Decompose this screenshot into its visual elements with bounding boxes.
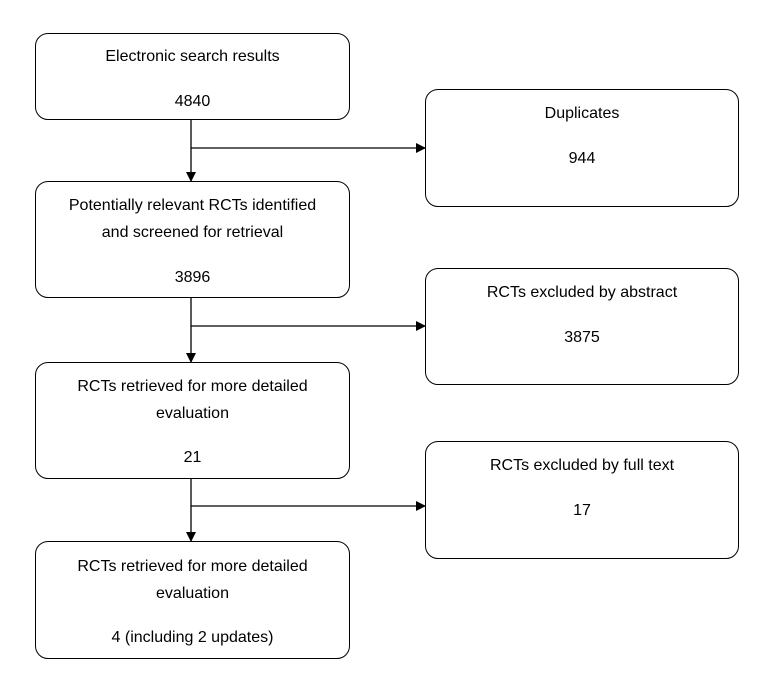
retrieved-box: RCTs retrieved for more detailed evaluat… [35, 362, 350, 479]
retrieved-count: 21 [183, 449, 202, 466]
screened-label-line1: Potentially relevant RCTs identified [68, 197, 317, 214]
excluded-abstract-box: RCTs excluded by abstract 3875 [425, 268, 739, 385]
retrieved-label-line2: evaluation [156, 405, 229, 422]
search-results-count: 4840 [174, 93, 211, 110]
included-count: 4 (including 2 updates) [111, 629, 274, 646]
excluded-full-text-label: RCTs excluded by full text [489, 457, 675, 474]
excluded-abstract-count: 3875 [564, 329, 600, 346]
excluded-abstract-label: RCTs excluded by abstract [486, 284, 678, 301]
included-label-line1: RCTs retrieved for more detailed [77, 558, 308, 575]
excluded-full-text-count: 17 [573, 502, 591, 519]
retrieved-label-line1: RCTs retrieved for more detailed [77, 378, 308, 395]
included-label-line2: evaluation [156, 585, 229, 602]
duplicates-box: Duplicates 944 [425, 89, 739, 207]
search-results-box: Electronic search results 4840 [35, 33, 350, 120]
search-results-label: Electronic search results [105, 48, 280, 65]
excluded-full-text-box: RCTs excluded by full text 17 [425, 441, 739, 559]
duplicates-label: Duplicates [544, 105, 620, 122]
screened-box: Potentially relevant RCTs identified and… [35, 181, 350, 298]
duplicates-count: 944 [568, 150, 596, 167]
screened-label-line2: and screened for retrieval [101, 224, 284, 241]
included-box: RCTs retrieved for more detailed evaluat… [35, 541, 350, 659]
screened-count: 3896 [174, 269, 211, 286]
